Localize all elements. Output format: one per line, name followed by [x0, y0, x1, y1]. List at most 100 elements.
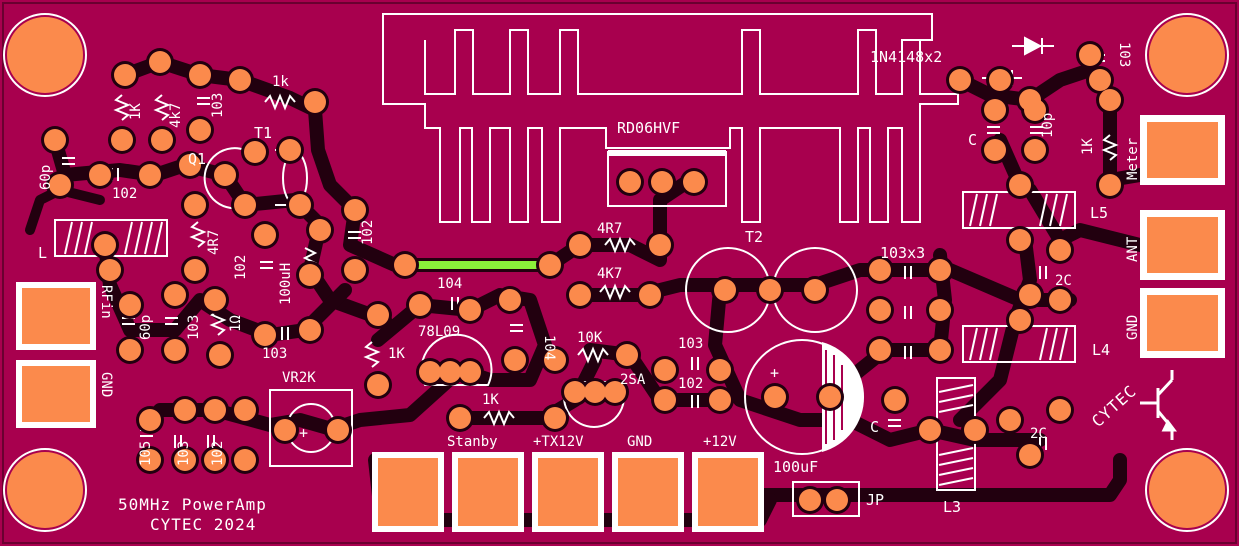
solder-pad — [184, 259, 206, 281]
solder-pad — [114, 64, 136, 86]
label-1k-stanby: 1K — [482, 392, 499, 408]
solder-pad — [139, 164, 161, 186]
solder-pad — [1024, 139, 1046, 161]
solder-pad — [929, 259, 951, 281]
label-q1: Q1 — [188, 150, 206, 168]
label-1k-left: 1K — [128, 103, 144, 120]
solder-pad — [584, 381, 606, 403]
solder-pad — [204, 399, 226, 421]
solder-pad — [714, 279, 736, 301]
solder-pad — [209, 344, 231, 366]
solder-pad — [869, 259, 891, 281]
solder-pad — [214, 164, 236, 186]
solder-pad — [459, 299, 481, 321]
label-103-a: 103 — [186, 315, 202, 340]
label-4k7-left: 4k7 — [168, 103, 184, 128]
solder-pad — [279, 139, 301, 161]
solder-pad — [869, 299, 891, 321]
label-1k-reg: 1K — [388, 346, 405, 362]
solder-pad — [654, 359, 676, 381]
connector-rfin — [16, 282, 96, 350]
connector-tx12v — [452, 452, 524, 532]
label-78l09: 78L09 — [418, 324, 460, 340]
solder-pad — [869, 339, 891, 361]
solder-pad — [884, 389, 906, 411]
label-4r7-left: 4R7 — [206, 230, 222, 255]
solder-pad — [299, 319, 321, 341]
solder-pad — [254, 324, 276, 346]
board-title: 50MHz PowerAmp — [118, 495, 267, 514]
label-meter: Meter — [1125, 138, 1141, 180]
solder-pad — [244, 141, 266, 163]
solder-pad — [683, 171, 705, 193]
connector-tx12v-2 — [532, 452, 604, 532]
label-c-top: C — [968, 131, 977, 149]
label-100uh: 100uH — [278, 263, 294, 305]
solder-pad — [151, 129, 173, 151]
label-t1: T1 — [254, 124, 272, 142]
jp-header — [792, 481, 860, 517]
through-hole-pads — [41, 41, 1124, 514]
solder-pad — [1089, 69, 1111, 91]
label-105: 105 — [138, 441, 154, 466]
connector-stanby — [372, 452, 444, 532]
label-rd06hvf: RD06HVF — [617, 119, 680, 137]
label-100uf: 100uF — [773, 458, 818, 476]
solder-pad — [964, 419, 986, 441]
solder-pad — [1024, 99, 1046, 121]
solder-pad — [499, 289, 521, 311]
solder-pad — [539, 254, 561, 276]
solder-pad — [759, 279, 781, 301]
label-l3: L3 — [943, 498, 961, 516]
solder-pad — [139, 449, 161, 471]
solder-pad — [709, 359, 731, 381]
label-102-left: 102 — [112, 186, 137, 202]
solder-pad — [619, 171, 641, 193]
label-102-c: 102 — [678, 376, 703, 392]
solder-pad — [989, 69, 1011, 91]
solder-pad — [174, 449, 196, 471]
label-104-a: 104 — [437, 276, 462, 292]
solder-pad — [804, 279, 826, 301]
label-t2: T2 — [745, 228, 763, 246]
solder-pad — [367, 374, 389, 396]
connector-gnd-left — [16, 360, 96, 428]
solder-pad — [234, 194, 256, 216]
solder-pad — [984, 99, 1006, 121]
label-60p-bottom: 60p — [138, 315, 154, 340]
solder-pad — [189, 64, 211, 86]
solder-pad — [119, 294, 141, 316]
label-gnd-bottom: GND — [627, 434, 652, 450]
solder-pad — [1049, 239, 1071, 261]
label-103-b: 103 — [262, 346, 287, 362]
solder-pad — [819, 386, 841, 408]
label-103-left: 103 — [210, 93, 226, 118]
label-gnd-left: GND — [98, 372, 114, 397]
solder-pad — [409, 294, 431, 316]
solder-pad — [254, 224, 276, 246]
label-60p-top: 60p — [38, 165, 54, 190]
solder-pad — [649, 234, 671, 256]
label-rfin: RFin — [98, 285, 114, 319]
label-2c-top: 2C — [1055, 273, 1072, 289]
label-10p: 10p — [1040, 113, 1056, 138]
label-4r7-mid: 4R7 — [597, 221, 622, 237]
solder-pad — [94, 234, 116, 256]
label-stanby: Stanby — [447, 434, 498, 450]
solder-pad — [44, 129, 66, 151]
label-c103-top: 103 — [1116, 42, 1132, 67]
heatsink-outline — [382, 13, 959, 223]
solder-pad — [164, 284, 186, 306]
board-credit: CYTEC 2024 — [150, 515, 256, 534]
mounting-hole-top-left — [3, 13, 87, 97]
solder-pad — [367, 304, 389, 326]
solder-pad — [949, 69, 971, 91]
solder-pad — [569, 234, 591, 256]
label-diodes: 1N4148x2 — [870, 48, 942, 66]
svg-text:+: + — [299, 424, 308, 442]
solder-pad — [1009, 309, 1031, 331]
solder-pad — [504, 349, 526, 371]
solder-pad — [764, 386, 786, 408]
